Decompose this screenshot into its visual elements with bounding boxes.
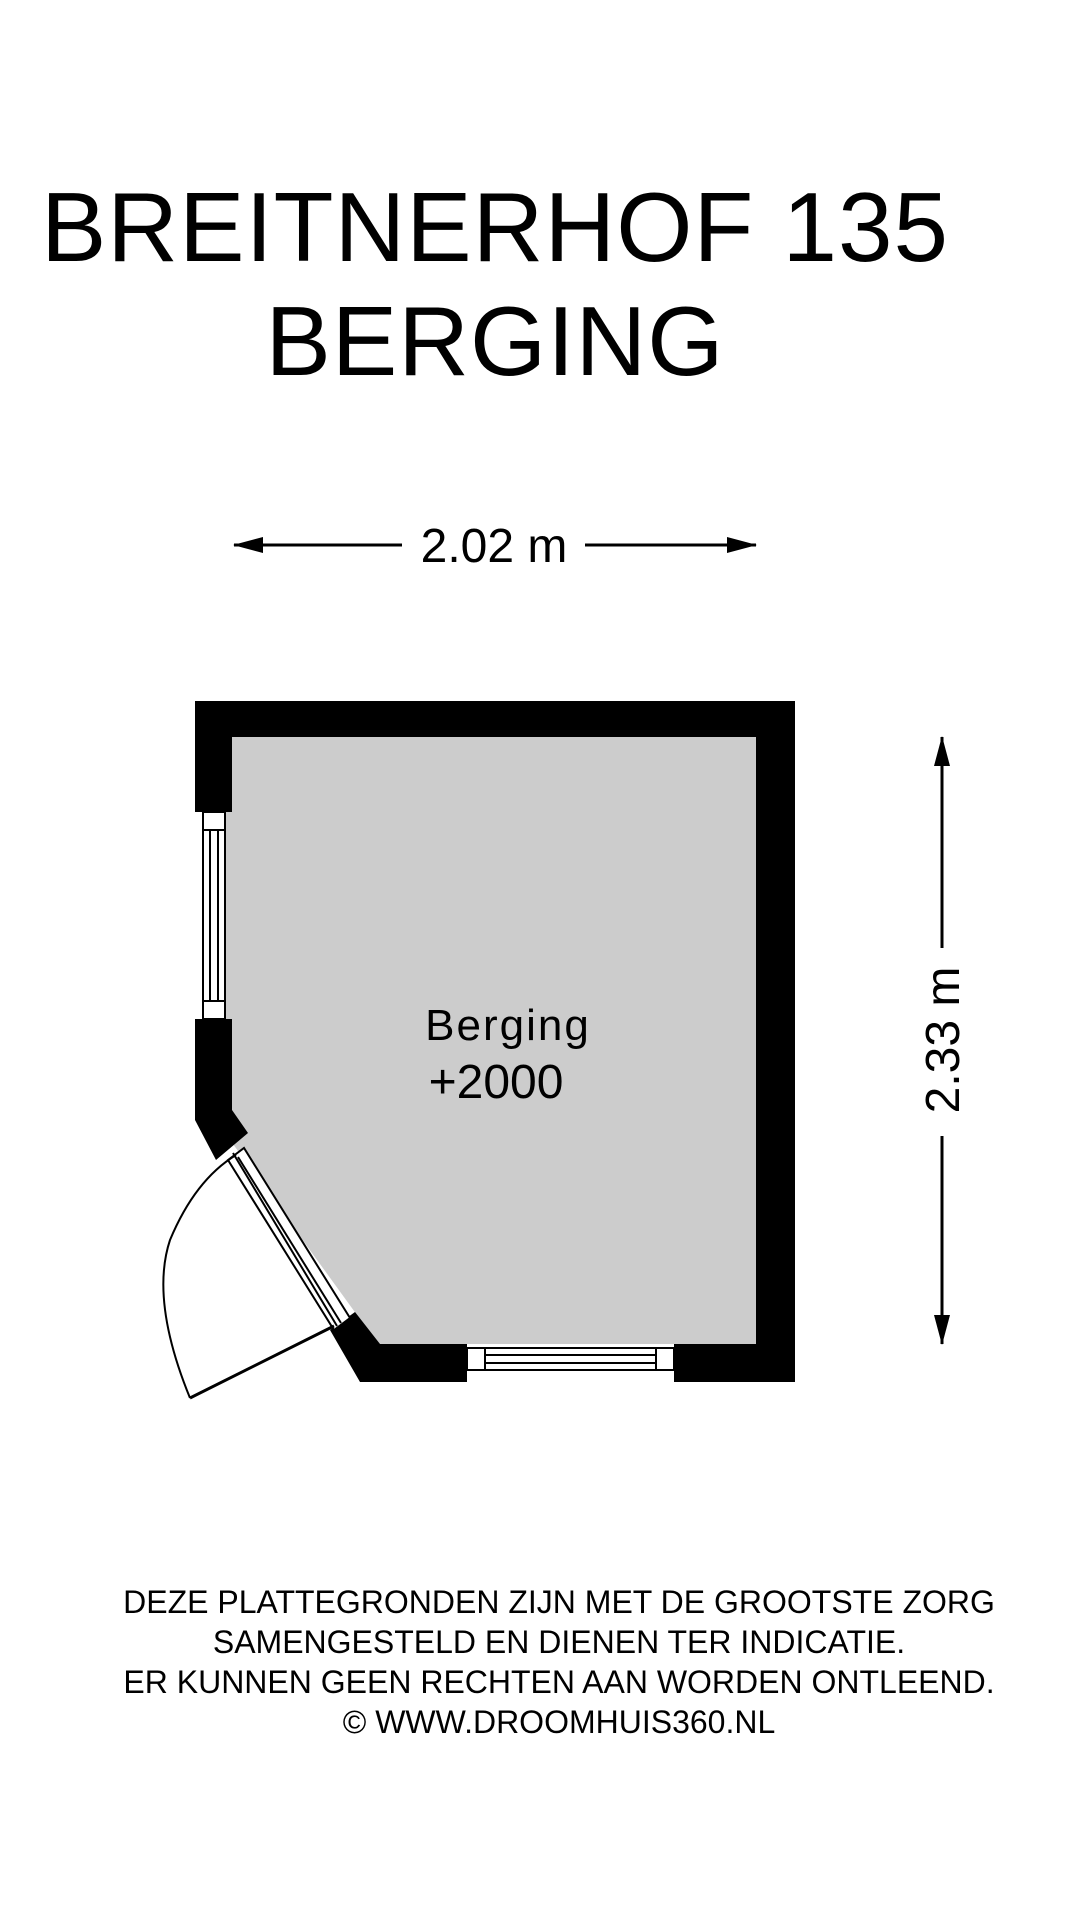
door bbox=[162, 1146, 352, 1400]
width-dimension: 2.02 m bbox=[233, 520, 757, 573]
disclaimer-line-2: SAMENGESTELD EN DIENEN TER INDICATIE. bbox=[212, 1624, 906, 1660]
disclaimer-line-1: DEZE PLATTEGRONDEN ZIJN MET DE GROOTSTE … bbox=[123, 1584, 995, 1620]
copyright-notice: © WWW.DROOMHUIS360.NL bbox=[342, 1704, 776, 1740]
window-left bbox=[202, 811, 226, 1020]
title-room-type: BERGING bbox=[265, 286, 725, 396]
depth-dimension-label: 2.33 m bbox=[917, 967, 970, 1114]
depth-dimension: 2.33 m bbox=[917, 736, 970, 1345]
door-leaf-line-2 bbox=[232, 1152, 338, 1327]
door-swing-arc bbox=[162, 1154, 237, 1399]
window-left-frame bbox=[202, 811, 226, 1020]
wall-right bbox=[756, 701, 795, 1382]
window-bottom-frame bbox=[466, 1347, 675, 1371]
room-level: +2000 bbox=[429, 1056, 564, 1109]
width-dimension-label: 2.02 m bbox=[421, 520, 568, 573]
title-address: BREITNERHOF 135 bbox=[40, 172, 950, 282]
disclaimer-line-3: ER KUNNEN GEEN RECHTEN AAN WORDEN ONTLEE… bbox=[123, 1664, 995, 1700]
door-leaf bbox=[189, 1324, 335, 1400]
wall-bottom-corner bbox=[330, 1312, 467, 1382]
wall-bottom-right bbox=[674, 1344, 795, 1382]
door-leaf-line-1 bbox=[237, 1156, 342, 1324]
room-floor bbox=[225, 737, 756, 1344]
walls bbox=[195, 701, 795, 1382]
window-bottom bbox=[466, 1347, 675, 1371]
wall-left-lower bbox=[195, 1019, 248, 1160]
wall-top bbox=[195, 701, 795, 737]
wall-left-upper bbox=[195, 737, 232, 812]
room-name: Berging bbox=[425, 1001, 591, 1050]
